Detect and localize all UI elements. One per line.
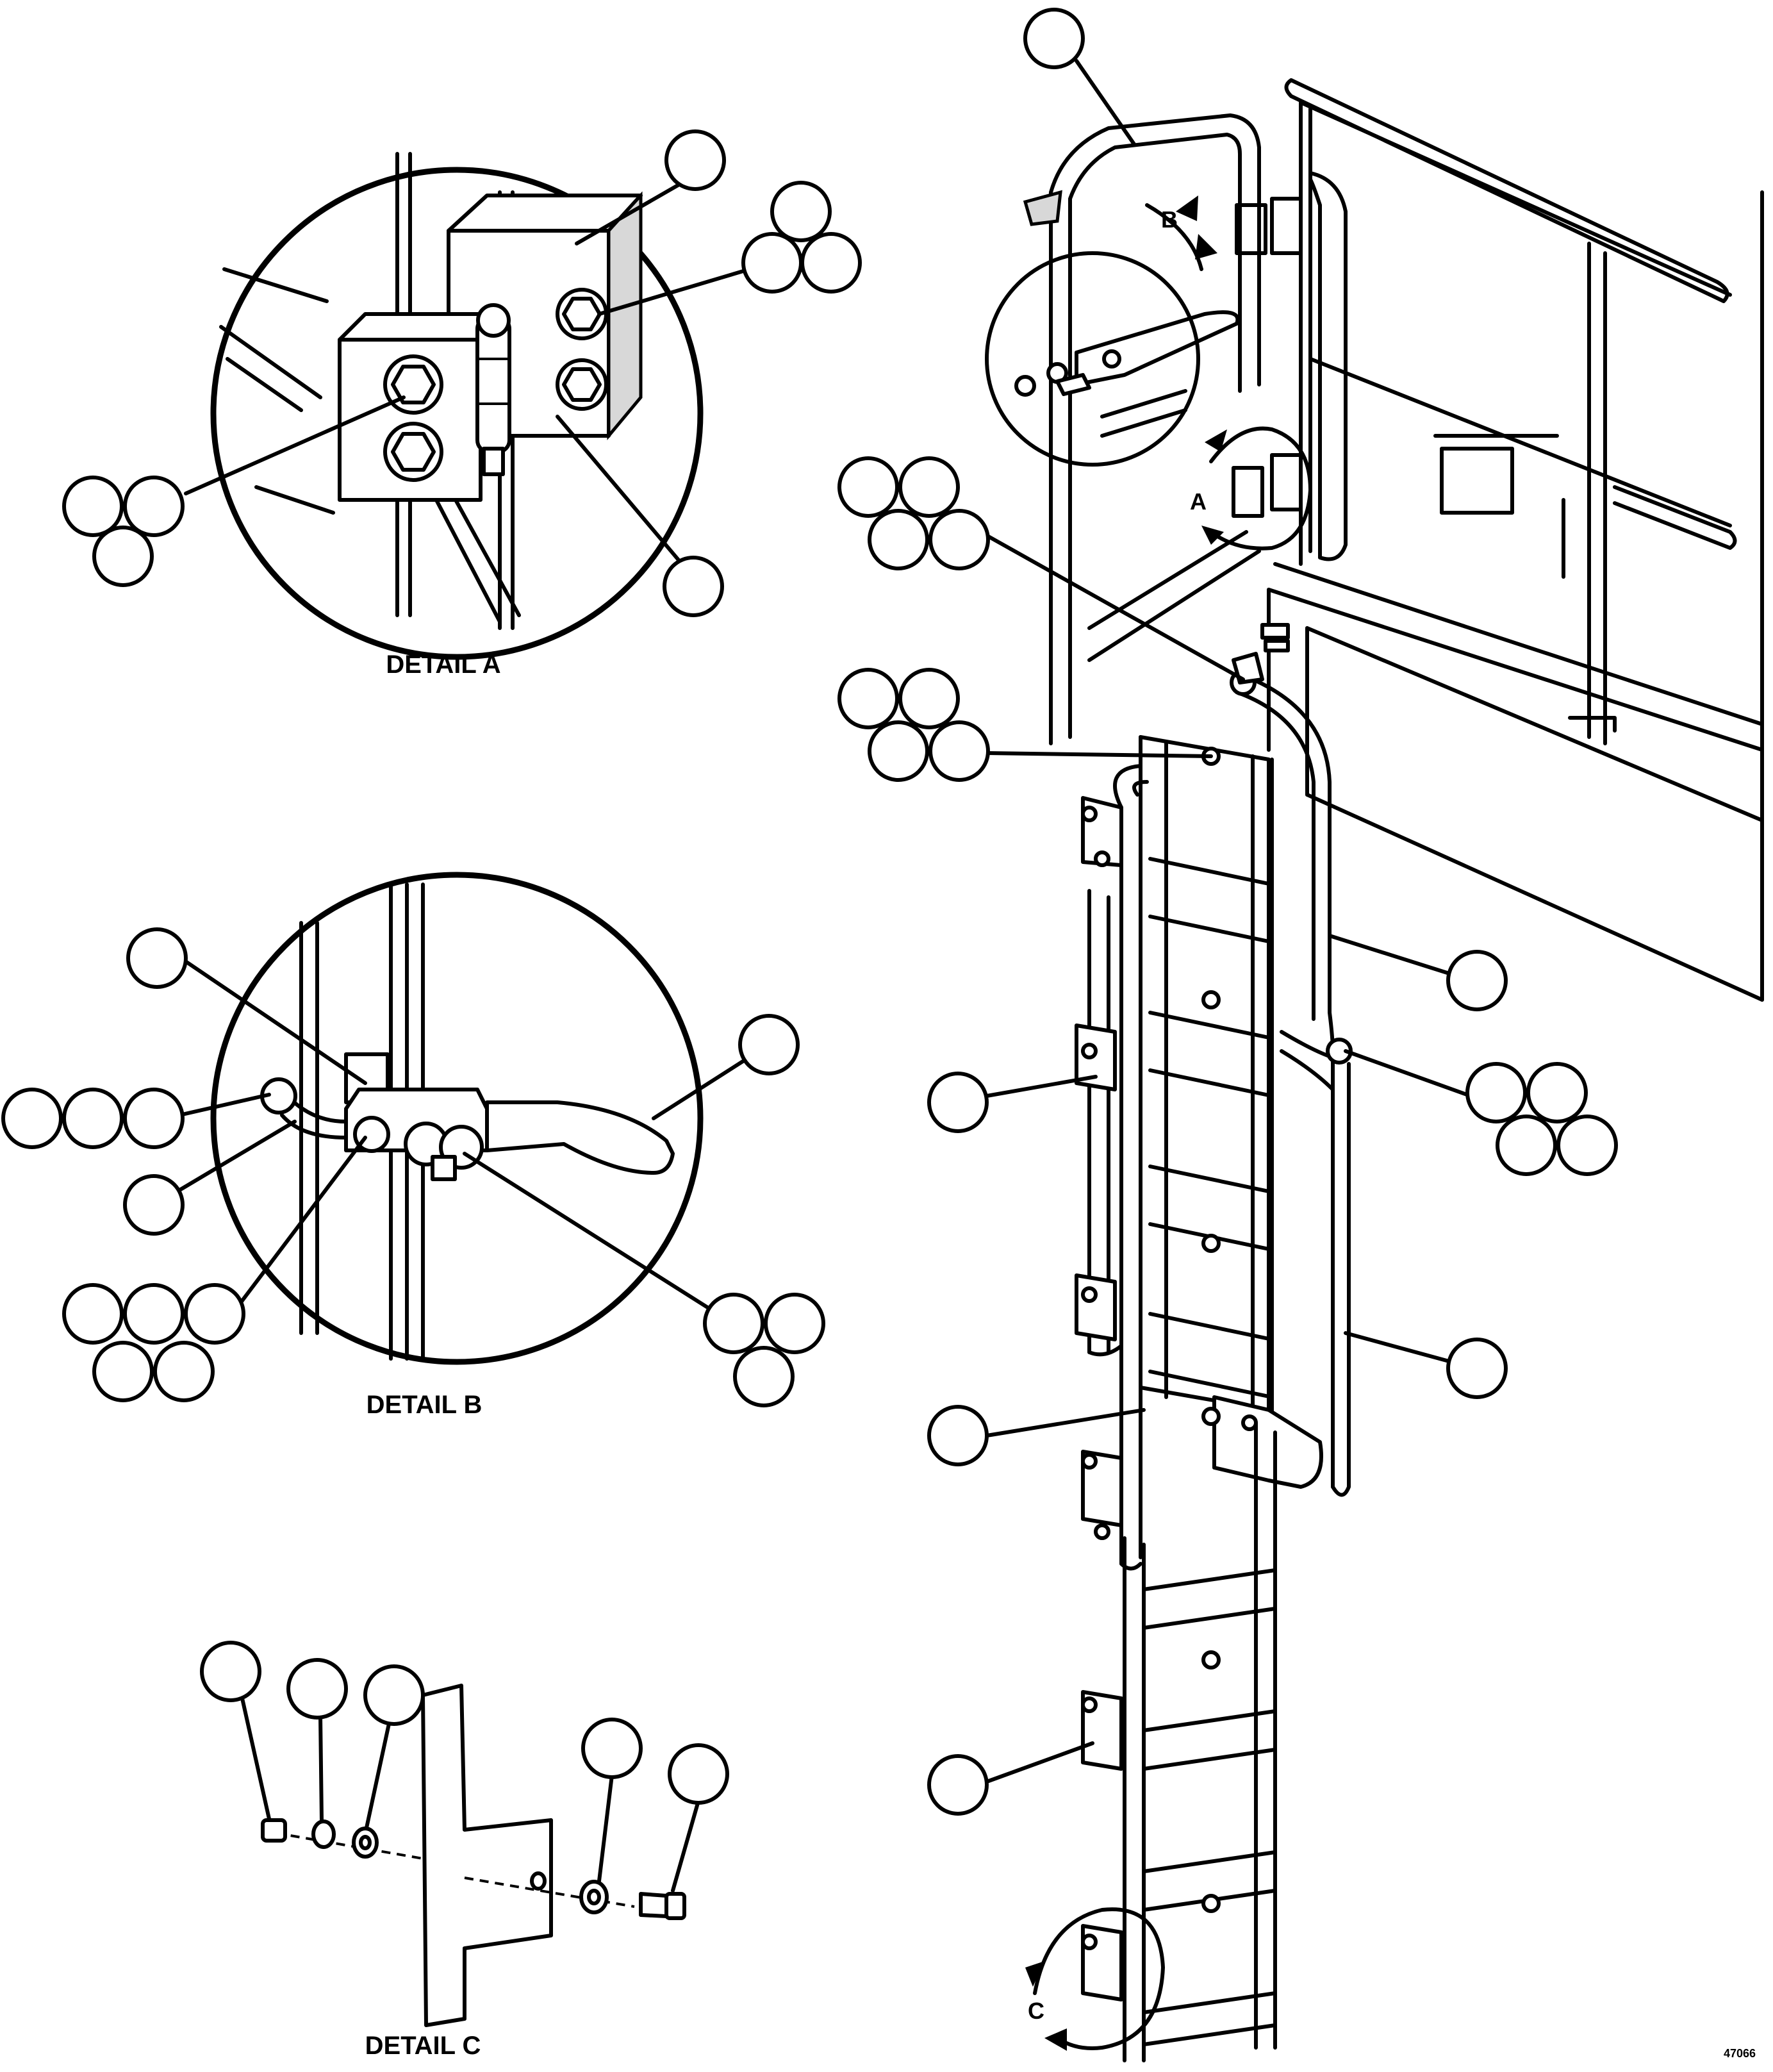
callout-balloon bbox=[1446, 950, 1508, 1011]
callout-balloon bbox=[668, 1743, 729, 1805]
callout-balloon bbox=[1465, 1062, 1527, 1123]
detail-c-label: DETAIL C bbox=[365, 2032, 481, 2060]
flat-washer bbox=[579, 1880, 609, 1914]
detail-b-label: DETAIL B bbox=[367, 1391, 482, 1419]
detail-c-callouts bbox=[200, 1641, 729, 1805]
callout-balloon bbox=[1023, 8, 1085, 69]
main-callouts bbox=[837, 8, 1618, 1816]
detail-a-callouts bbox=[62, 129, 862, 617]
view-c: C bbox=[1025, 1907, 1165, 2051]
callout-balloon bbox=[663, 556, 724, 617]
callout-balloon bbox=[92, 526, 154, 587]
callout-balloon bbox=[1496, 1115, 1557, 1176]
callout-balloon bbox=[837, 456, 899, 518]
callout-balloon bbox=[1446, 1338, 1508, 1399]
callout-balloon bbox=[62, 1283, 124, 1345]
callout-balloon bbox=[123, 1174, 185, 1236]
callout-balloon bbox=[153, 1341, 215, 1402]
callout-balloon bbox=[738, 1014, 800, 1075]
callout-balloon bbox=[800, 232, 862, 294]
view-b-circle bbox=[985, 251, 1200, 467]
hex-nut bbox=[261, 1818, 287, 1843]
callout-balloon bbox=[123, 1088, 185, 1149]
detail-c-leaders bbox=[240, 1696, 700, 1893]
callout-balloon bbox=[363, 1664, 425, 1726]
callout-balloon bbox=[123, 476, 185, 537]
callout-balloon bbox=[286, 1658, 348, 1720]
view-a-letter: A bbox=[1190, 488, 1207, 515]
upper-ladder bbox=[1075, 735, 1274, 1571]
callout-balloon bbox=[92, 1341, 154, 1402]
detail-c-hardware bbox=[261, 1818, 686, 1920]
callout-balloon bbox=[733, 1346, 795, 1407]
detail-a-label: DETAIL A bbox=[386, 651, 500, 679]
callout-balloon bbox=[62, 476, 124, 537]
callout-balloon bbox=[1526, 1062, 1588, 1123]
flat-washer bbox=[352, 1827, 379, 1859]
ladder-bracket-plate bbox=[421, 1684, 553, 2027]
callout-balloon bbox=[928, 720, 990, 782]
view-a: A bbox=[1190, 426, 1312, 551]
callout-balloon bbox=[581, 1718, 643, 1779]
gate-handrail bbox=[1023, 113, 1261, 745]
callout-balloon bbox=[62, 1088, 124, 1149]
middle-joint bbox=[1081, 1395, 1323, 1540]
view-c-letter: C bbox=[1028, 1998, 1044, 2024]
callout-balloon bbox=[200, 1641, 261, 1702]
callout-balloon bbox=[703, 1293, 764, 1354]
callout-balloon bbox=[126, 927, 188, 989]
callout-balloon bbox=[664, 129, 726, 191]
callout-balloon bbox=[837, 668, 899, 729]
lock-washer bbox=[311, 1819, 336, 1849]
callout-balloon bbox=[770, 181, 832, 242]
view-b: B bbox=[985, 195, 1240, 467]
callout-balloon bbox=[741, 232, 803, 294]
detail-b-interior bbox=[260, 883, 675, 1361]
callout-balloon bbox=[868, 720, 929, 782]
main-leaders bbox=[978, 59, 1472, 1784]
callout-balloon bbox=[868, 509, 929, 570]
callout-balloon bbox=[898, 668, 960, 729]
callout-balloon bbox=[927, 1754, 989, 1816]
callout-balloon bbox=[764, 1293, 825, 1354]
detail-a-leaders bbox=[184, 181, 752, 563]
side-rail bbox=[1230, 652, 1353, 1497]
callout-balloon bbox=[184, 1283, 245, 1345]
view-b-letter: B bbox=[1161, 206, 1178, 233]
detail-c: DETAIL C bbox=[200, 1641, 729, 2060]
callout-balloon bbox=[927, 1405, 989, 1466]
callout-balloon bbox=[123, 1283, 185, 1345]
detail-a-interior bbox=[219, 152, 643, 630]
callout-balloon bbox=[1, 1088, 63, 1149]
hex-bolt bbox=[639, 1892, 668, 1918]
drawing-number: 47066 bbox=[1724, 2047, 1756, 2060]
detail-a: DETAIL A bbox=[62, 129, 862, 679]
detail-b-callouts bbox=[1, 927, 825, 1407]
callout-balloon bbox=[928, 509, 990, 570]
callout-balloon bbox=[1556, 1115, 1618, 1176]
detail-b-leaders bbox=[165, 947, 771, 1316]
lower-ladder bbox=[1081, 1421, 1277, 2062]
main-assembly: B A bbox=[837, 8, 1764, 2062]
detail-b: DETAIL B bbox=[1, 872, 825, 1419]
callout-balloon bbox=[927, 1072, 989, 1133]
platform bbox=[1232, 78, 1764, 1002]
callout-balloon bbox=[898, 456, 960, 518]
